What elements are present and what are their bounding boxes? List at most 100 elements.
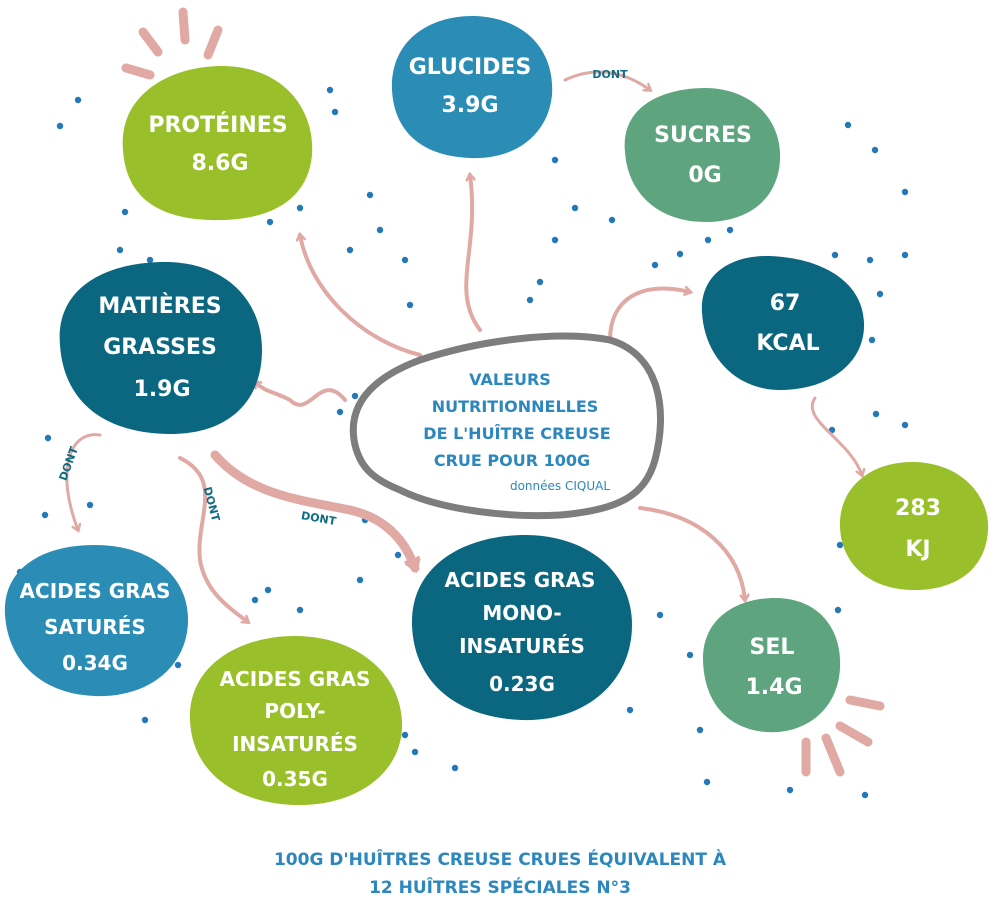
dot — [146, 256, 154, 264]
dot — [351, 392, 359, 400]
dot — [44, 434, 52, 442]
dot — [116, 246, 124, 254]
dont-label-satures: DONT — [57, 445, 81, 483]
dot — [901, 188, 909, 196]
dot — [41, 511, 49, 519]
dot — [536, 278, 544, 286]
dot — [866, 256, 874, 264]
kj-label: KJ — [905, 537, 930, 562]
rays-bottom-right — [801, 695, 885, 777]
footer-line-2: 12 HUÎTRES SPÉCIALES N°3 — [369, 876, 631, 898]
dot — [551, 156, 559, 164]
dot — [686, 651, 694, 659]
node-kcal: 67 KCAL — [701, 255, 865, 390]
node-acides-gras-poly: ACIDES GRAS POLY- INSATURÉS 0.35G — [189, 636, 403, 805]
dot — [901, 421, 909, 429]
center-line-3: DE L'HUÎTRE CREUSE — [423, 424, 610, 443]
kj-value: 283 — [895, 496, 941, 521]
dot — [703, 778, 711, 786]
satures-label-2: SATURÉS — [44, 615, 146, 639]
dot — [834, 606, 842, 614]
dot — [872, 410, 880, 418]
poly-label-2: POLY- — [264, 699, 325, 723]
dot — [626, 706, 634, 714]
dot — [871, 146, 879, 154]
sel-label: SEL — [750, 635, 795, 660]
dot — [331, 108, 339, 116]
dot — [74, 96, 82, 104]
dot — [786, 786, 794, 794]
matieres-grasses-value: 1.9G — [133, 377, 190, 402]
source-note: données CIQUAL — [510, 479, 610, 493]
footer-line-1: 100G D'HUÎTRES CREUSE CRUES ÉQUIVALENT À — [274, 848, 727, 870]
dot — [174, 661, 182, 669]
glucides-value: 3.9G — [441, 93, 498, 118]
dot — [451, 764, 459, 772]
dot — [831, 251, 839, 259]
dot — [401, 256, 409, 264]
dont-label-sucres: DONT — [592, 68, 628, 81]
dot — [551, 236, 559, 244]
dot — [266, 218, 274, 226]
mono-label-2: MONO- — [482, 601, 561, 625]
dot — [656, 611, 664, 619]
dot — [411, 748, 419, 756]
sel-value: 1.4G — [745, 675, 802, 700]
dot — [836, 541, 844, 549]
dot — [696, 726, 704, 734]
dot — [356, 576, 364, 584]
dot — [86, 501, 94, 509]
kcal-label: KCAL — [756, 331, 819, 356]
node-glucides: GLUCIDES 3.9G — [391, 15, 553, 159]
dot — [366, 191, 374, 199]
center-line-1: VALEURS — [469, 370, 551, 389]
matieres-grasses-label-2: GRASSES — [103, 335, 217, 360]
dot — [296, 204, 304, 212]
dot — [571, 204, 579, 212]
dot — [868, 336, 876, 344]
kcal-value: 67 — [770, 291, 801, 316]
center-line-2: NUTRITIONNELLES — [432, 397, 599, 416]
dot — [296, 606, 304, 614]
dot — [704, 236, 712, 244]
decorative-dots — [16, 86, 909, 799]
center-line-4: CRUE POUR 100G — [434, 451, 590, 470]
proteines-value: 8.6G — [191, 151, 248, 176]
dot — [526, 296, 534, 304]
dot — [726, 226, 734, 234]
poly-label-1: ACIDES GRAS — [220, 667, 371, 691]
node-kj: 283 KJ — [839, 462, 989, 590]
matieres-grasses-label-1: MATIÈRES — [98, 293, 221, 319]
dot — [346, 246, 354, 254]
dot — [861, 791, 869, 799]
dont-label-mono: DONT — [300, 509, 337, 528]
proteines-label: PROTÉINES — [148, 112, 287, 138]
dot — [336, 408, 344, 416]
dot — [406, 301, 414, 309]
dot — [376, 226, 384, 234]
satures-value: 0.34G — [62, 651, 128, 675]
dot — [264, 586, 272, 594]
node-acides-gras-mono: ACIDES GRAS MONO- INSATURÉS 0.23G — [411, 535, 632, 721]
node-sel: SEL 1.4G — [702, 598, 841, 733]
poly-value: 0.35G — [262, 767, 328, 791]
node-proteines: PROTÉINES 8.6G — [122, 65, 313, 221]
glucides-label: GLUCIDES — [409, 55, 532, 80]
mono-label-3: INSATURÉS — [459, 634, 585, 658]
dot — [651, 261, 659, 269]
dot — [394, 551, 402, 559]
poly-label-3: INSATURÉS — [232, 732, 358, 756]
dot — [141, 716, 149, 724]
sucres-label: SUCRES — [654, 123, 752, 148]
satures-label-1: ACIDES GRAS — [20, 579, 171, 603]
dot — [121, 208, 129, 216]
dot — [56, 122, 64, 130]
connector-arrows — [65, 70, 862, 624]
dot — [676, 250, 684, 258]
mono-value: 0.23G — [489, 672, 555, 696]
dot — [608, 216, 616, 224]
dot — [401, 731, 409, 739]
node-acides-gras-satures: ACIDES GRAS SATURÉS 0.34G — [4, 545, 189, 697]
mono-label-1: ACIDES GRAS — [445, 568, 596, 592]
